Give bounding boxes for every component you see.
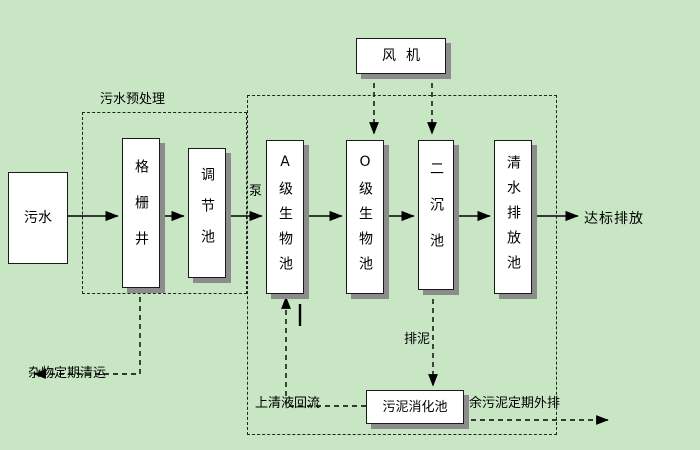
pretreatment-group-box [82,112,247,294]
clean-water-tank-node: 清水排放池 [494,140,532,294]
o-bio-tank-label: O级生物池 [357,153,373,281]
pretreatment-group-label: 污水预处理 [100,92,166,107]
regulating-tank-node: 调节池 [188,148,226,278]
o-bio-tank-node: O级生物池 [346,140,384,294]
debris-removal-label: 杂物定期清运 [28,366,107,381]
influent-node: 污水 [8,172,68,264]
influent-label: 污水 [24,210,52,226]
secondary-clarifier-label: 二沉池 [428,161,444,269]
excess-sludge-label: 剩余污泥定期外排 [456,396,561,411]
sludge-digester-node: 污泥消化池 [366,390,464,424]
blower-label: 风机 [382,48,430,64]
a-bio-tank-label: A级生物池 [277,153,293,281]
effluent-label: 达标排放 [584,211,644,227]
blower-node: 风机 [356,38,446,74]
grid-well-label: 格栅井 [133,159,149,267]
sludge-discharge-label: 排泥 [404,332,431,347]
pump-label: 泵 [249,184,263,199]
dashed-arrow-debris-removal [33,288,141,379]
supernatant-return-label: 上清液回流 [255,396,321,411]
biological-treatment-group-box [247,95,557,435]
regulating-tank-label: 调节池 [199,166,215,260]
a-bio-tank-node: A级生物池 [266,140,304,294]
sludge-digester-label: 污泥消化池 [382,399,448,415]
secondary-clarifier-node: 二沉池 [418,140,454,290]
clean-water-tank-label: 清水排放池 [505,154,521,280]
grid-well-node: 格栅井 [122,138,160,288]
